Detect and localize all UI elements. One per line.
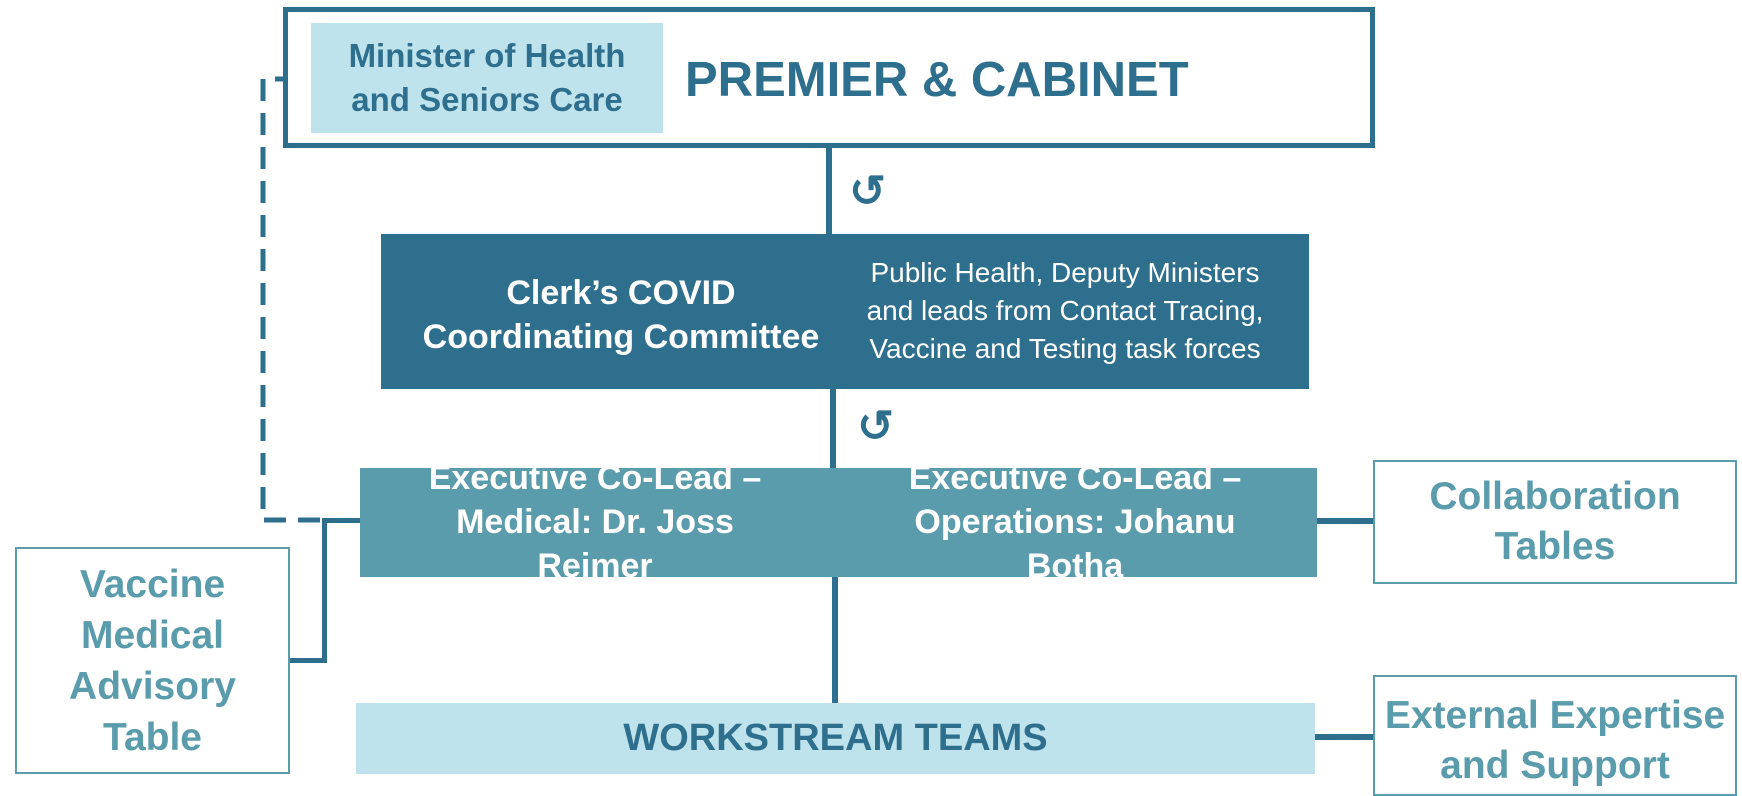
executive-co-lead-medical: Executive Co-Lead – Medical: Dr. Joss Re… — [395, 459, 795, 585]
vaccine-line3: Advisory — [69, 664, 236, 708]
minister-label-line2: and Seniors Care — [351, 81, 623, 118]
clerk-committee-members: Public Health, Deputy Ministers and lead… — [850, 252, 1280, 370]
vaccine-medical-advisory-box: Vaccine Medical Advisory Table — [15, 547, 290, 774]
clerk-members-line3: Vaccine and Testing task forces — [869, 333, 1261, 364]
premier-cabinet-title: PREMIER & CABINET — [685, 53, 1189, 107]
clerk-committee-title: Clerk’s COVID Coordinating Committee — [405, 260, 837, 370]
exec-ops-line1: Executive Co-Lead – — [908, 459, 1242, 497]
external-expertise-box: External Expertise and Support — [1373, 675, 1737, 796]
collaboration-tables-box: Collaboration Tables — [1373, 460, 1737, 584]
exec-ops-line2: Operations: Johanu Botha — [914, 503, 1236, 585]
workstream-teams-box: WORKSTREAM TEAMS — [356, 703, 1315, 774]
external-line2: and Support — [1440, 744, 1670, 787]
vaccine-line1: Vaccine — [79, 562, 226, 606]
external-line1: External Expertise — [1384, 694, 1726, 737]
exec-medical-line2: Medical: Dr. Joss Reimer — [456, 503, 734, 585]
clerk-members-line2: and leads from Contact Tracing, — [866, 295, 1264, 326]
vaccine-line2: Medical — [80, 613, 225, 657]
minister-label-line1: Minister of Health — [348, 37, 626, 74]
connector-clerk-exec — [830, 389, 836, 468]
clerk-members-line1: Public Health, Deputy Ministers — [870, 257, 1260, 288]
vaccine-line4: Table — [103, 715, 202, 759]
connector-exec-vaccine-v — [322, 518, 327, 663]
clerk-committee-box — [381, 234, 1309, 389]
executive-co-leads-box — [360, 468, 1317, 577]
collaboration-line1: Collaboration — [1429, 475, 1681, 518]
clerk-title-line2: Coordinating Committee — [422, 318, 820, 356]
collaboration-line2: Tables — [1494, 525, 1616, 568]
cycle-arrow-icon: ↺ — [857, 402, 894, 451]
exec-medical-line1: Executive Co-Lead – — [428, 459, 762, 497]
clerk-title-line1: Clerk’s COVID — [506, 274, 736, 312]
connector-exec-vaccine-h2 — [290, 658, 327, 663]
connector-workstream-external — [1315, 734, 1373, 740]
cycle-arrow-icon: ↺ — [849, 167, 886, 216]
minister-health-box: Minister of Health and Seniors Care — [311, 23, 663, 133]
connector-exec-vaccine-h1 — [322, 518, 360, 523]
executive-co-lead-operations: Executive Co-Lead – Operations: Johanu B… — [865, 459, 1285, 585]
connector-premier-clerk — [826, 148, 832, 234]
connector-exec-collaboration — [1317, 518, 1373, 524]
connector-exec-workstream — [832, 577, 838, 703]
